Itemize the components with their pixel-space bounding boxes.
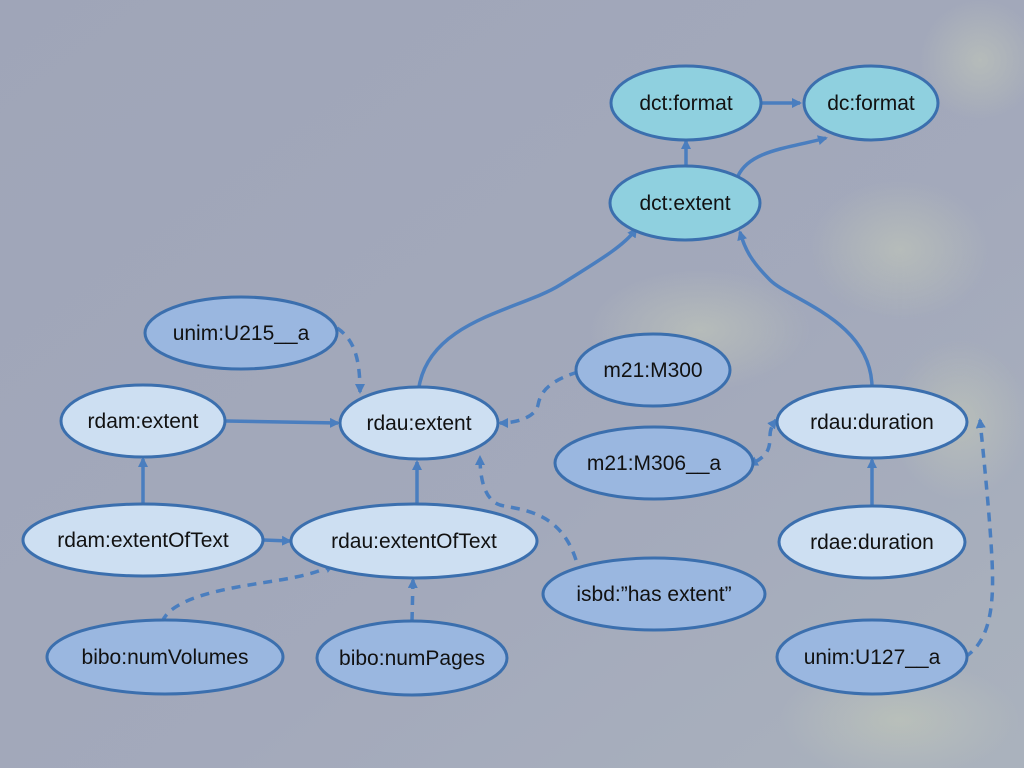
- node-dc-format-label: dc:format: [827, 92, 915, 115]
- node-rdam-extent-label: rdam:extent: [88, 410, 199, 433]
- node-unim-u215: unim:U215__a: [143, 295, 339, 371]
- edge-rdau-extent-to-dct-extent: [417, 227, 638, 388]
- edge-rdam-extent-to-rdau-extent: [225, 417, 340, 428]
- node-rdau-duration-shape: [775, 384, 969, 460]
- node-rdau-extentoftext: rdau:extentOfText: [289, 502, 539, 580]
- edge-unim-u215-to-rdau-extent: [335, 326, 365, 394]
- node-isbd-has-extent-shape: [541, 556, 767, 632]
- node-unim-u215-shape: [143, 295, 339, 371]
- node-dct-format-shape: [609, 64, 763, 142]
- node-m21-m300-label: m21:M300: [603, 359, 702, 382]
- nodes-layer: dct:format dc:format dct:extent unim:U215__…: [21, 64, 969, 697]
- edge-m21-m306-to-rdau-duration: [747, 418, 778, 466]
- node-unim-u127-shape: [775, 618, 969, 696]
- node-m21-m300-shape: [574, 332, 732, 408]
- edge-rdau-duration-to-dct-extent: [737, 230, 874, 387]
- edge-m21-m300-to-rdau-extent: [498, 367, 586, 428]
- node-rdam-extentoftext-label: rdam:extentOfText: [57, 529, 229, 552]
- edge-bibo-numvolumes-to-rdau-extentoftext: [160, 563, 335, 623]
- node-m21-m306: m21:M306__a: [553, 425, 755, 501]
- node-bibo-numpages-shape: [315, 619, 509, 697]
- node-bibo-numvolumes-label: bibo:numVolumes: [82, 646, 249, 669]
- edge-isbd-has-extent-to-rdau-extent: [475, 455, 578, 561]
- node-dc-format: dc:format: [802, 64, 940, 142]
- node-bibo-numvolumes: bibo:numVolumes: [45, 618, 285, 696]
- node-rdam-extent: rdam:extent: [59, 383, 227, 459]
- node-isbd-has-extent-label: isbd:”has extent”: [576, 583, 731, 606]
- node-m21-m306-shape: [553, 425, 755, 501]
- edge-bibo-numpages-to-rdau-extentoftext: [407, 578, 418, 622]
- node-m21-m306-label: m21:M306__a: [587, 452, 722, 475]
- node-rdau-extentoftext-label: rdau:extentOfText: [331, 530, 497, 553]
- node-dct-format-label: dct:format: [639, 92, 733, 115]
- node-bibo-numvolumes-shape: [45, 618, 285, 696]
- node-dct-format: dct:format: [609, 64, 763, 142]
- node-rdae-duration-label: rdae:duration: [810, 531, 934, 554]
- node-dc-format-shape: [802, 64, 940, 142]
- node-rdae-duration: rdae:duration: [777, 504, 967, 580]
- node-dct-extent-shape: [608, 164, 762, 242]
- node-rdae-duration-shape: [777, 504, 967, 580]
- node-rdau-extentoftext-shape: [289, 502, 539, 580]
- node-dct-extent: dct:extent: [608, 164, 762, 242]
- node-unim-u127-label: unim:U127__a: [804, 646, 941, 669]
- node-rdau-duration-label: rdau:duration: [810, 411, 934, 434]
- node-rdau-extent-label: rdau:extent: [366, 412, 471, 435]
- node-bibo-numpages: bibo:numPages: [315, 619, 509, 697]
- edge-rdam-extentoftext-to-rdau-extentoftext: [262, 535, 292, 546]
- node-isbd-has-extent: isbd:”has extent”: [541, 556, 767, 632]
- node-rdau-extent: rdau:extent: [338, 385, 500, 461]
- node-unim-u215-label: unim:U215__a: [173, 322, 310, 345]
- node-unim-u127: unim:U127__a: [775, 618, 969, 696]
- node-rdam-extentoftext: rdam:extentOfText: [21, 502, 265, 578]
- node-bibo-numpages-label: bibo:numPages: [339, 647, 485, 670]
- node-rdam-extentoftext-shape: [21, 502, 265, 578]
- edges-layer: [138, 98, 995, 659]
- node-rdau-extent-shape: [338, 385, 500, 461]
- node-rdau-duration: rdau:duration: [775, 384, 969, 460]
- node-dct-extent-label: dct:extent: [639, 192, 730, 215]
- node-m21-m300: m21:M300: [574, 332, 732, 408]
- node-rdam-extent-shape: [59, 383, 227, 459]
- edge-dct-extent-to-dc-format: [736, 135, 828, 177]
